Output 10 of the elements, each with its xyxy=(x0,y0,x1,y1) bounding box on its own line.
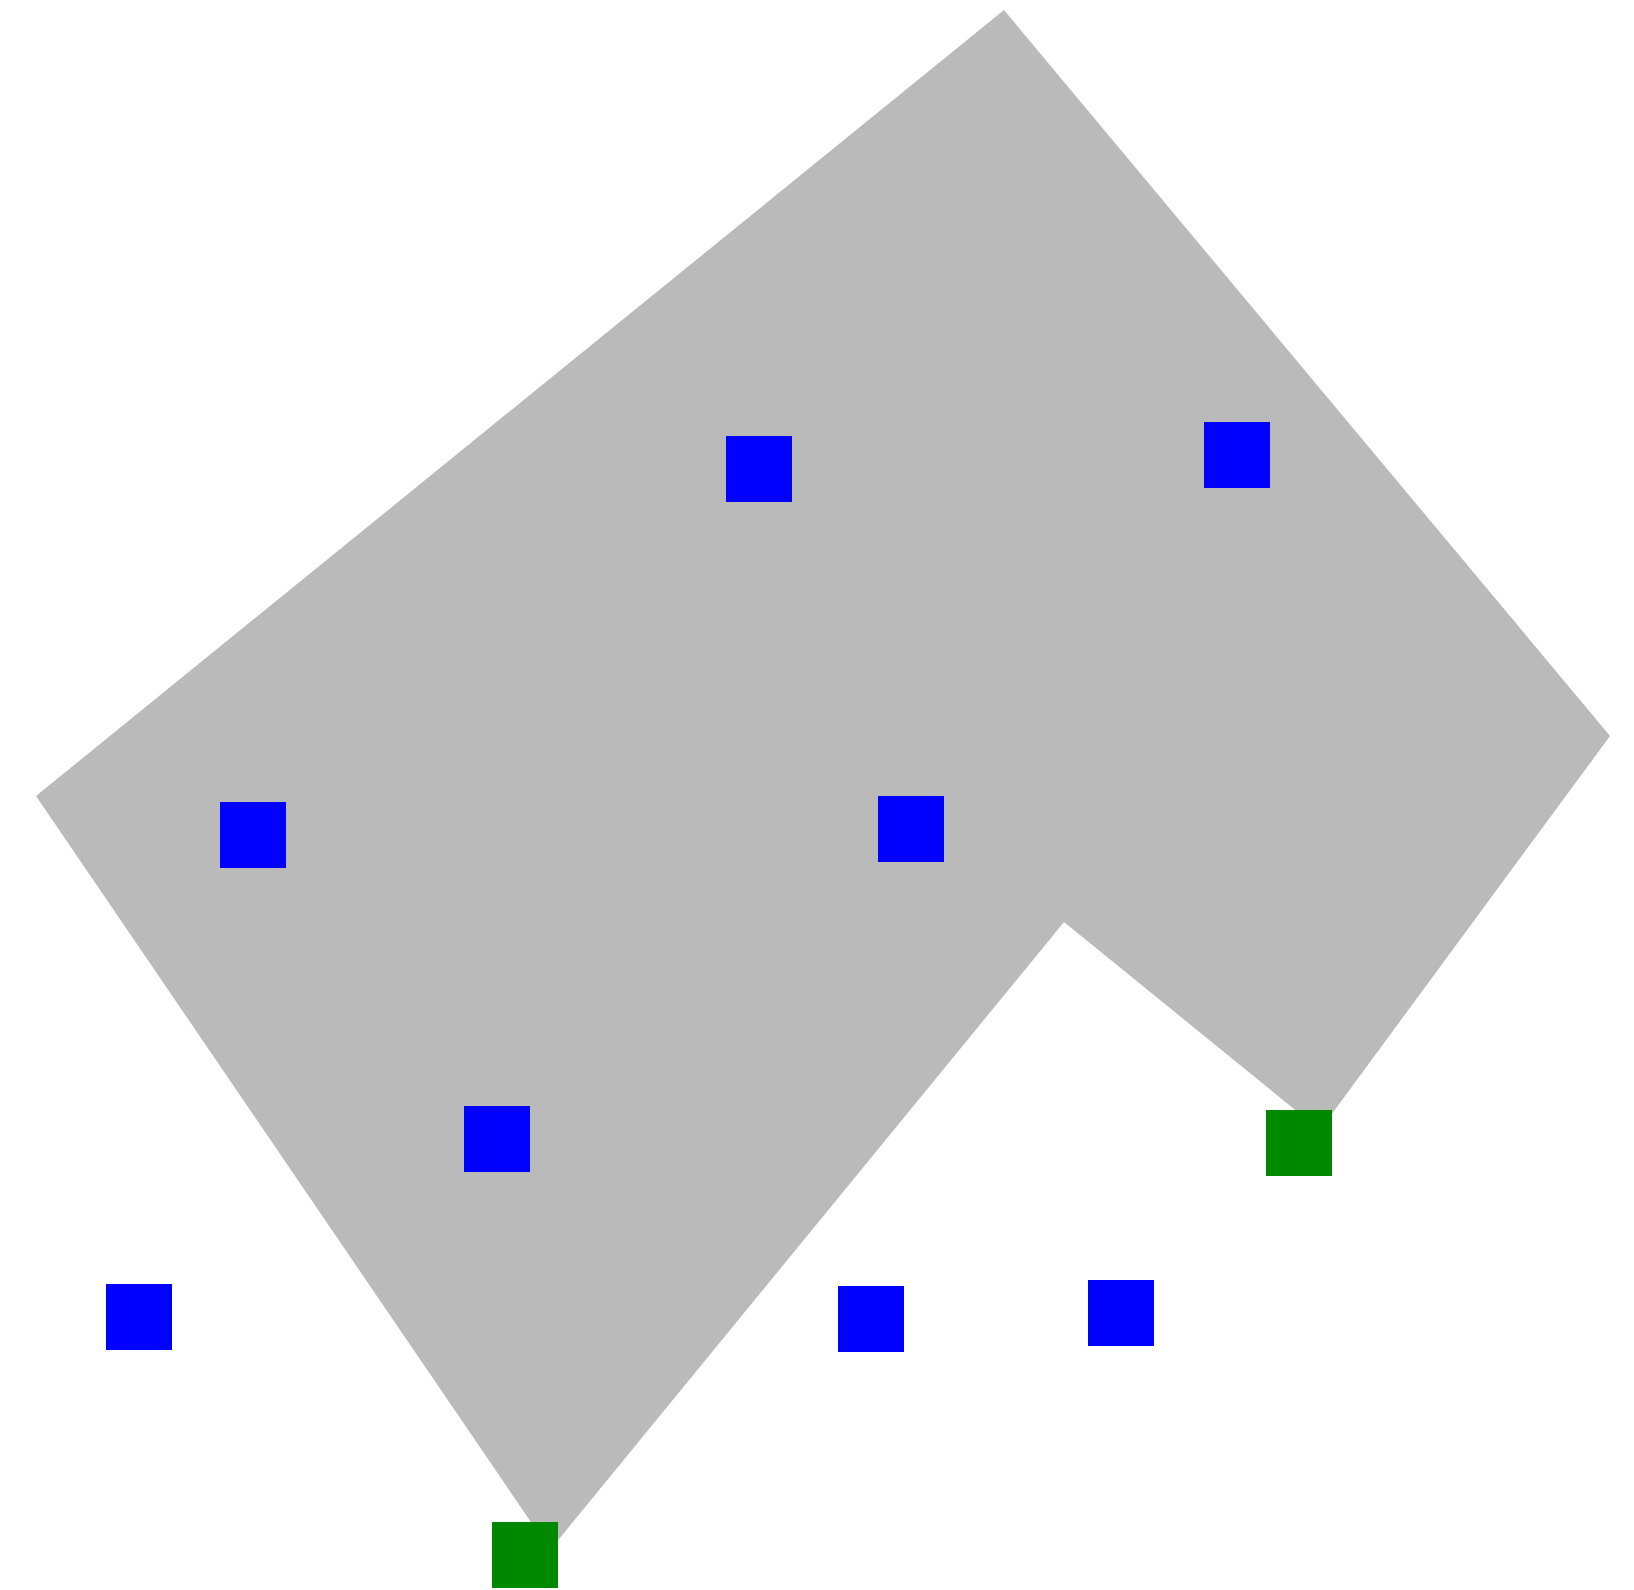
square-marker xyxy=(877,795,943,861)
square-marker xyxy=(463,1105,529,1171)
square-marker xyxy=(1087,1279,1153,1345)
square-marker xyxy=(105,1283,171,1349)
square-marker xyxy=(219,801,285,867)
square-marker xyxy=(725,435,791,501)
square-marker xyxy=(491,1521,557,1587)
square-marker xyxy=(837,1285,903,1351)
square-marker xyxy=(1203,421,1269,487)
square-marker xyxy=(1265,1109,1331,1175)
